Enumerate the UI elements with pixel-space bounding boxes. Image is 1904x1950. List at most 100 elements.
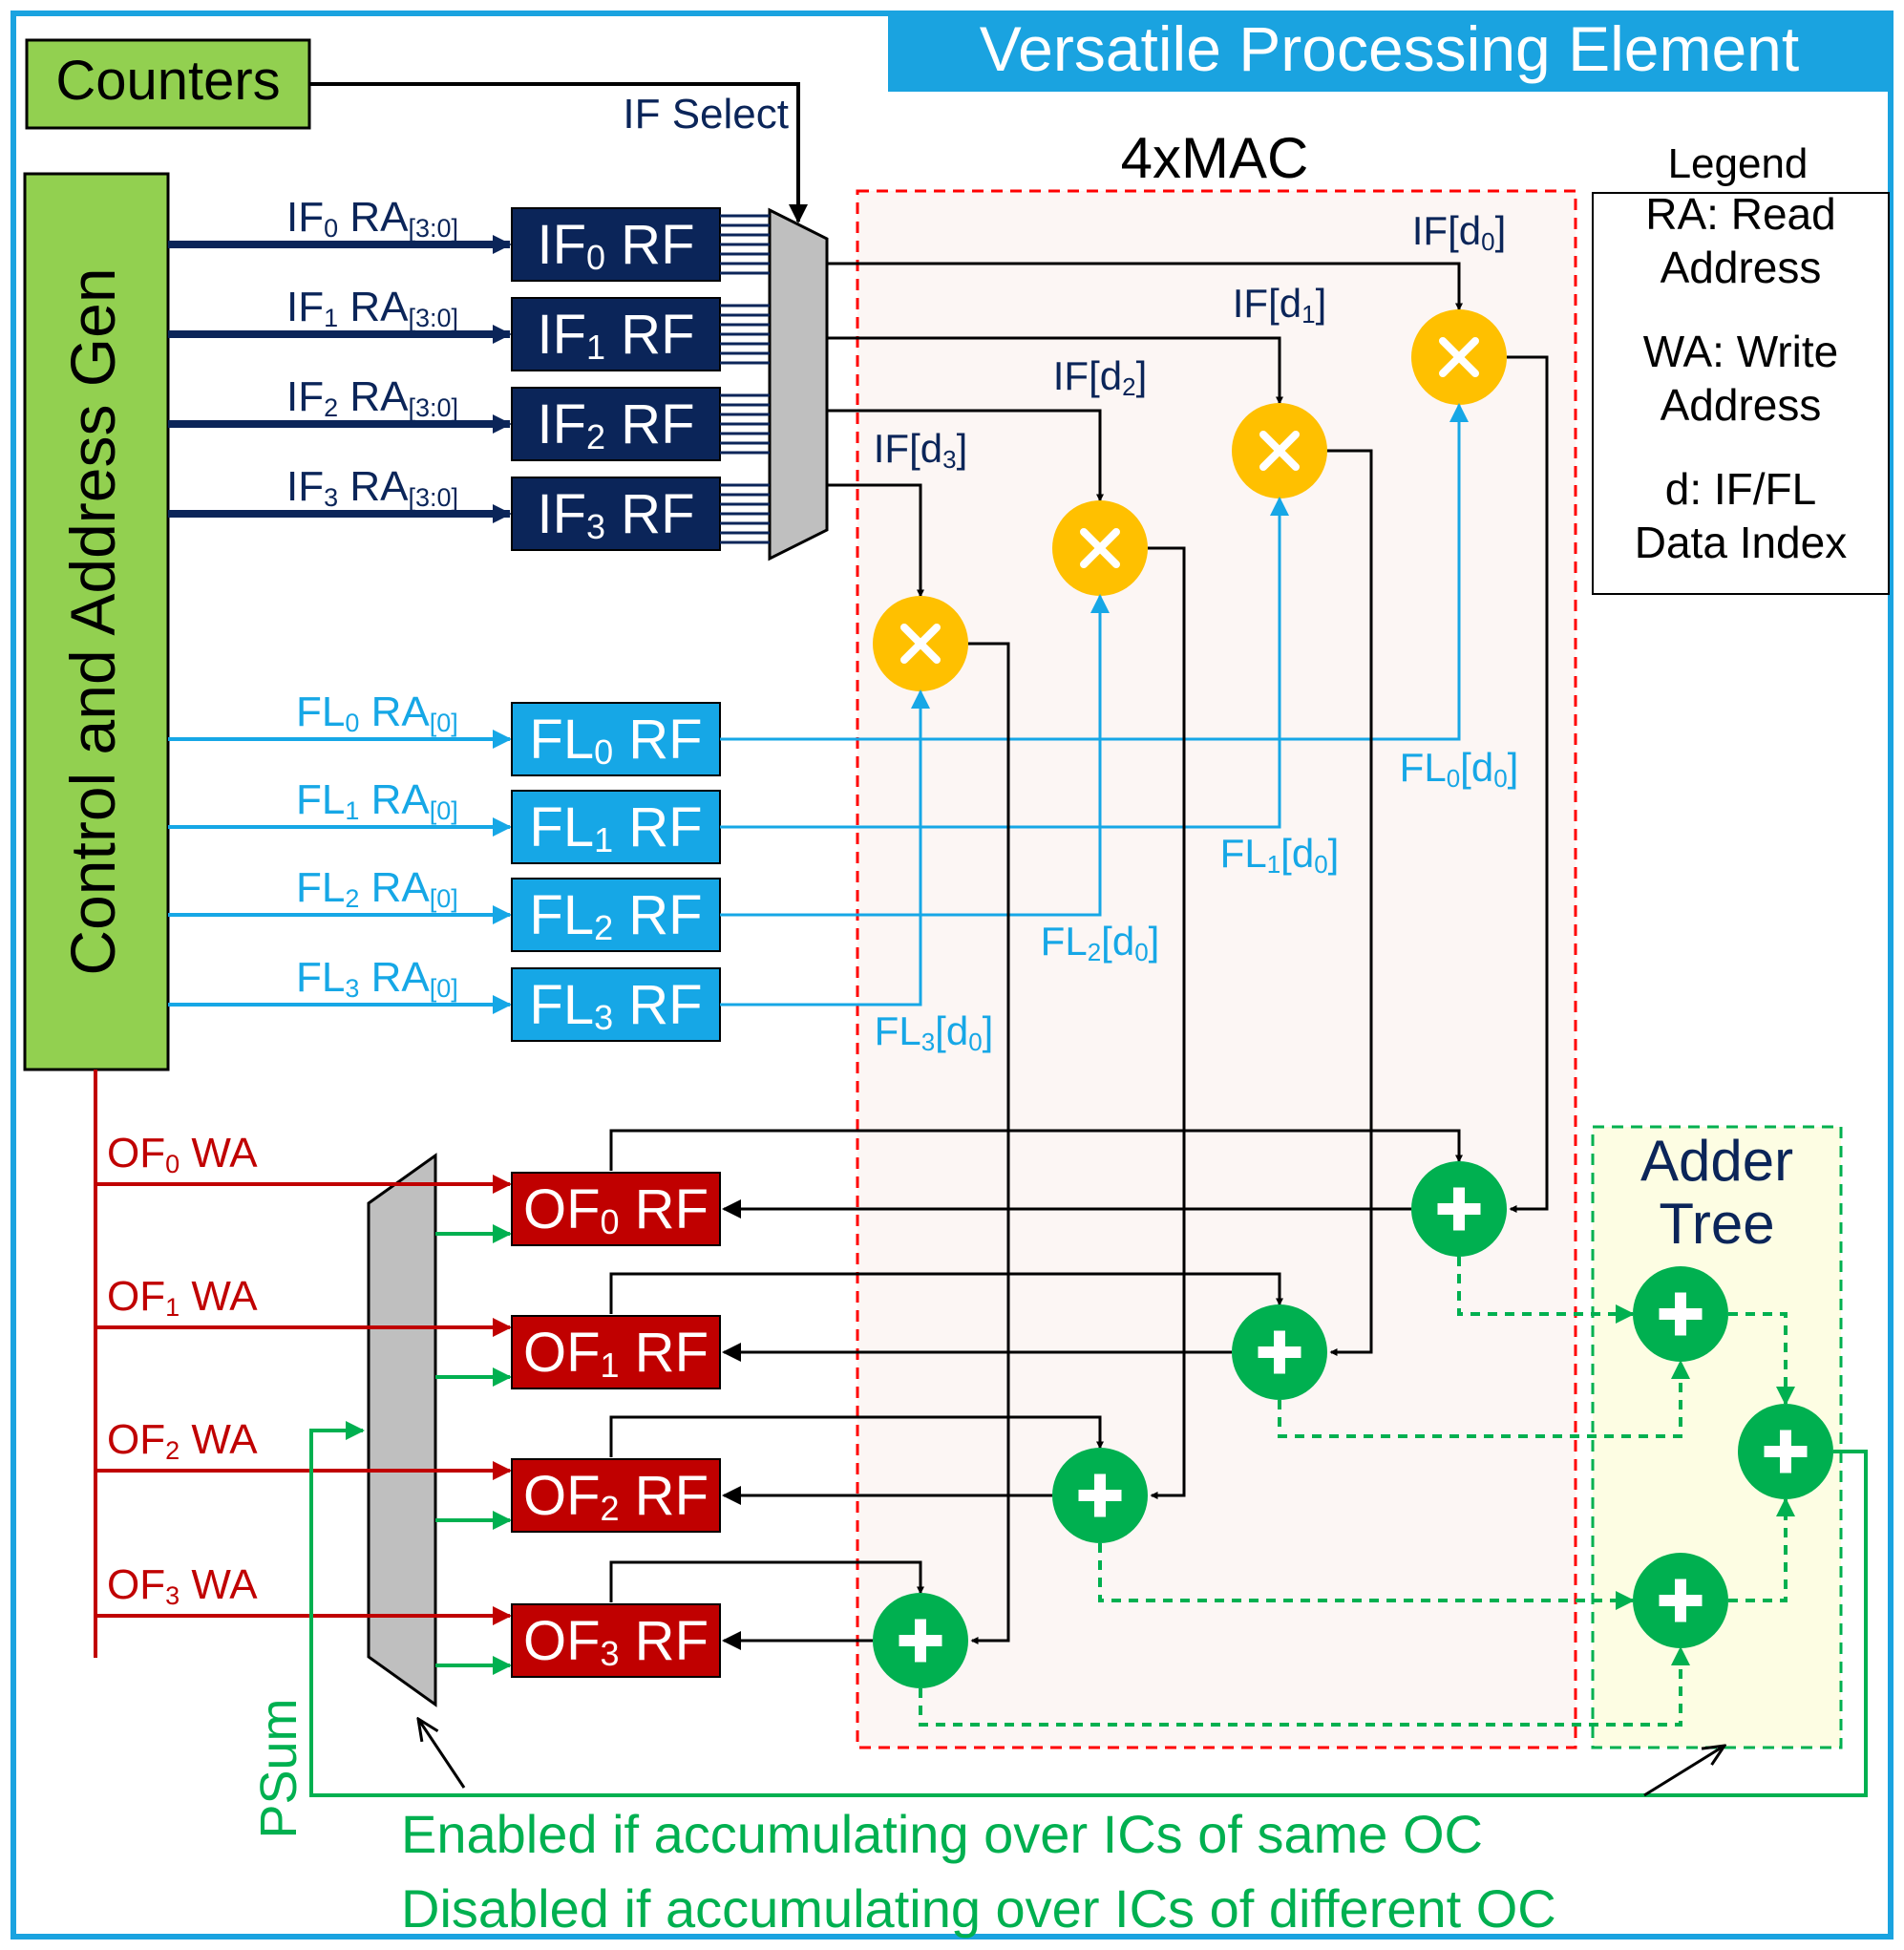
mac-adder-0-plus [1437, 1187, 1481, 1231]
fl-data-label-1-part-1: 1 [1267, 850, 1280, 879]
multiplier-1-cross [1259, 431, 1300, 471]
fl-data-wire-2 [720, 594, 1110, 917]
fl-ra-label-1-part-3: [0] [430, 796, 458, 825]
if-ra-label-1-part-1: 1 [324, 304, 338, 332]
fl_rf-rf-label-0: FL0 RF [529, 709, 702, 772]
fl-ra-label-3-part-2: RA [359, 954, 430, 1001]
of-wa-label-0: OF0 WA [107, 1130, 258, 1178]
mul-to-add-wire-1 [1327, 449, 1373, 1356]
of-wa-label-0-part-0: OF [107, 1130, 165, 1176]
if-ra-label-2-part-0: IF [286, 373, 324, 420]
fl-data-label-2-part-3: 0 [1134, 938, 1148, 966]
of_rf-rf-2 [511, 1458, 721, 1533]
mac-region [856, 189, 1577, 1749]
tree-mid-0 [1728, 1312, 1795, 1406]
fl-ra-label-0-part-1: 0 [345, 709, 359, 737]
mac-adder-2-plus [1078, 1473, 1122, 1517]
of-feedback-wire-0 [609, 1129, 1463, 1171]
fl-ra-label-2-part-0: FL [296, 864, 345, 911]
of_rf-rf-label-0: OF0 RF [523, 1178, 709, 1241]
of_rf-rf-label-0-part-0: OF [523, 1178, 601, 1240]
if-ra-label-2: IF2 RA[3:0] [286, 373, 458, 422]
multiplier-3-cross [900, 624, 941, 664]
fl-ra-label-3: FL3 RA[0] [296, 954, 458, 1003]
if_rf-rf-0 [511, 207, 721, 282]
if_rf-rf-label-3: IF3 RF [537, 483, 694, 546]
if-ra-label-1-part-0: IF [286, 284, 324, 330]
if_rf-rf-label-0-part-0: IF [537, 214, 586, 276]
fl-data-label-0-part-2: [d [1460, 745, 1493, 790]
control-address-gen [23, 172, 170, 1071]
if_rf-rf-label-0: IF0 RF [537, 214, 694, 277]
fl_rf-rf-3 [511, 967, 721, 1042]
fl-ra-label-2-part-2: RA [359, 864, 430, 911]
fl-ra-label-0: FL0 RA[0] [296, 689, 458, 737]
if_rf-rf-label-2-part-2: RF [605, 393, 694, 456]
if-ra-label-3-part-0: IF [286, 463, 324, 510]
if_rf-rf-2 [511, 387, 721, 461]
of_rf-rf-label-1: OF1 RF [523, 1322, 709, 1385]
tree-in-0 [1457, 1257, 1635, 1324]
if-data-wire-0 [827, 262, 1463, 311]
if_rf-rf-label-3-part-2: RF [605, 483, 694, 545]
mac-adder-3-plus [899, 1619, 942, 1663]
if-ra-label-3: IF3 RA[3:0] [286, 463, 458, 512]
of-wa-label-3-part-1: 3 [165, 1581, 180, 1610]
if_rf-rf-label-1: IF1 RF [537, 304, 694, 367]
title: Versatile Processing Element [980, 13, 1799, 84]
of_rf-rf-label-2-part-0: OF [523, 1465, 601, 1527]
fl-ra-label-1-part-1: 1 [345, 796, 359, 825]
of-wa-label-0-part-1: 0 [165, 1150, 180, 1178]
fl-data-label-0-part-3: 0 [1493, 764, 1507, 793]
mul-to-add-wire-0 [1507, 355, 1549, 1213]
if_rf-rf-label-0-part-1: 0 [586, 238, 605, 277]
of-wa-label-1-part-1: 1 [165, 1293, 180, 1322]
fl_rf-rf-label-3-part-1: 3 [594, 998, 613, 1037]
if-data-label-0-part-1: 0 [1481, 227, 1494, 256]
if-ra-label-3-part-1: 3 [324, 483, 338, 512]
fl_rf-rf-label-1: FL1 RF [529, 796, 702, 859]
if-ra-label-0: IF0 RA[3:0] [286, 194, 458, 243]
if_rf-rf-3 [511, 477, 721, 551]
if-ra-label-3-part-2: RA [338, 463, 409, 510]
if-data-label-2-part-1: 2 [1122, 372, 1135, 401]
enabled-note: Enabled if accumulating over ICs of same… [401, 1804, 1483, 1864]
of-wa-label-2: OF2 WA [107, 1416, 258, 1465]
tree-in-2 [1098, 1543, 1635, 1610]
fl-data-label-0-part-4: ] [1508, 745, 1519, 790]
fl_rf-rf-label-2: FL2 RF [529, 884, 702, 947]
of-feedback-wire-3 [609, 1560, 924, 1602]
title-banner [888, 13, 1891, 92]
of-wa-label-3-part-2: WA [180, 1561, 258, 1608]
fl-data-label-3-part-4: ] [983, 1008, 994, 1053]
fl-data-wire-3 [720, 689, 930, 1007]
of_rf-rf-label-1-part-0: OF [523, 1322, 601, 1384]
fl-ra-label-1-part-0: FL [296, 776, 345, 823]
if-ra-label-1-part-3: [3:0] [409, 304, 459, 332]
fl-data-label-2-part-4: ] [1149, 919, 1160, 964]
of_rf-rf-3 [511, 1603, 721, 1678]
of-wa-label-2-part-0: OF [107, 1416, 165, 1463]
fl-ra-label-0-part-3: [0] [430, 709, 458, 737]
adder-tree-label-1: Adder [1640, 1129, 1793, 1193]
if-ra-label-0-part-2: RA [338, 194, 409, 241]
fl_rf-rf-label-0-part-0: FL [529, 709, 594, 771]
if-data-label-1-part-2: ] [1316, 281, 1327, 326]
tree-mid-1 [1728, 1497, 1795, 1602]
if-ra-label-0-part-3: [3:0] [409, 214, 459, 243]
of-feedback-wire-1 [609, 1272, 1283, 1314]
fl_rf-rf-label-2-part-0: FL [529, 884, 594, 946]
of-feedback-wire-2 [609, 1415, 1104, 1457]
of-wa-label-1: OF1 WA [107, 1273, 258, 1322]
if-ra-label-2-part-2: RA [338, 373, 409, 420]
fl_rf-rf-label-3-part-0: FL [529, 974, 594, 1036]
of-wa-label-3-part-0: OF [107, 1561, 165, 1608]
legend-line-1: Address [1661, 243, 1822, 292]
control-label: Control and Address Gen [57, 267, 128, 975]
tree-adder-2-plus [1764, 1430, 1808, 1473]
fl-ra-label-2: FL2 RA[0] [296, 864, 458, 913]
legend-line-2: WA: Write [1643, 327, 1838, 376]
if-data-label-0: IF[d0] [1412, 208, 1507, 256]
fl-data-label-2-part-0: FL [1041, 919, 1088, 964]
